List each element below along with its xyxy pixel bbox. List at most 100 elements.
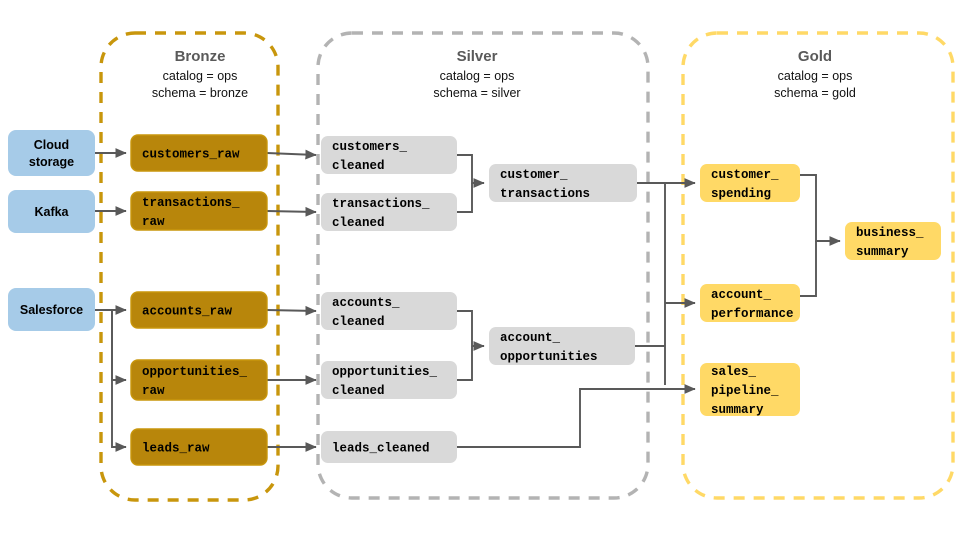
node-customer_transactions[interactable]: customer_ transactions — [489, 164, 637, 202]
edge-salesforce-to-opportunities_raw — [111, 310, 127, 385]
source-label-cloud-storage: Cloud — [34, 138, 69, 152]
edge-transactions_raw-to-transactions_cleaned — [266, 206, 317, 217]
group-schema-silver: schema = silver — [433, 86, 520, 100]
node-box-account_performance[interactable] — [700, 284, 800, 322]
edge-salesforce-to-leads_raw — [111, 310, 127, 452]
edge-customer_spending-to-business_summary — [800, 174, 841, 246]
node-customers_cleaned[interactable]: customers_cleaned — [321, 136, 457, 174]
node-label-opportunities_raw: raw — [142, 384, 165, 398]
node-label-account_opportunities: account_ — [500, 331, 561, 345]
node-transactions_cleaned[interactable]: transactions_cleaned — [321, 193, 457, 231]
node-box-opportunities_cleaned[interactable] — [321, 361, 457, 399]
group-gold: Gold catalog = ops schema = gold — [681, 31, 955, 500]
edge-customers_cleaned-to-customer_transactions — [457, 154, 485, 188]
node-label-customer_spending: spending — [711, 187, 771, 201]
source-salesforce[interactable]: Salesforce — [8, 288, 95, 331]
source-box-kafka[interactable] — [8, 190, 95, 233]
node-box-transactions_raw[interactable] — [130, 191, 268, 231]
node-box-customers_cleaned[interactable] — [321, 136, 457, 174]
group-catalog-silver: catalog = ops — [440, 69, 515, 83]
group-schema-bronze: schema = bronze — [152, 86, 248, 100]
node-customers_raw[interactable]: customers_raw — [130, 134, 268, 172]
group-catalog-bronze: catalog = ops — [163, 69, 238, 83]
node-label-leads_raw: leads_raw — [142, 442, 210, 456]
node-box-leads_cleaned[interactable] — [321, 431, 457, 463]
node-label-sales_pipeline_summary: pipeline_ — [711, 384, 779, 398]
group-containers: Bronze catalog = ops schema = bronze Silver… — [99, 31, 955, 502]
node-label-account_performance: performance — [711, 307, 794, 321]
node-label-transactions_raw: transactions_ — [142, 196, 240, 210]
edge-connectors — [95, 148, 841, 452]
node-box-accounts_cleaned[interactable] — [321, 292, 457, 330]
edge-customers_raw-to-customers_cleaned — [266, 149, 317, 160]
source-box-salesforce[interactable] — [8, 288, 95, 331]
group-title-bronze: Bronze — [175, 48, 226, 65]
node-label-business_summary: summary — [856, 245, 909, 259]
node-box-business_summary[interactable] — [845, 222, 941, 260]
node-opportunities_raw[interactable]: opportunities_raw — [130, 359, 268, 401]
group-outline-bronze — [99, 31, 280, 502]
node-accounts_cleaned[interactable]: accounts_cleaned — [321, 292, 457, 330]
node-label-accounts_cleaned: cleaned — [332, 315, 385, 329]
node-box-customer_spending[interactable] — [700, 164, 800, 202]
node-label-accounts_cleaned: accounts_ — [332, 296, 400, 310]
group-title-gold: Gold — [798, 48, 832, 65]
node-opportunities_cleaned[interactable]: opportunities_cleaned — [321, 361, 457, 399]
source-box-cloud-storage[interactable] — [8, 130, 95, 176]
edge-accounts_raw-to-accounts_cleaned — [266, 305, 317, 316]
node-label-transactions_raw: raw — [142, 215, 165, 229]
group-catalog-gold: catalog = ops — [778, 69, 853, 83]
node-label-business_summary: business_ — [856, 226, 924, 240]
node-box-customers_raw[interactable] — [130, 134, 268, 172]
node-box-accounts_raw[interactable] — [130, 291, 268, 329]
node-box-opportunities_raw[interactable] — [130, 359, 268, 401]
source-label-salesforce: Salesforce — [20, 303, 83, 317]
source-label-cloud-storage: storage — [29, 155, 74, 169]
node-box-leads_raw[interactable] — [130, 428, 268, 466]
node-leads_raw[interactable]: leads_raw — [130, 428, 268, 466]
source-cloud-storage[interactable]: Cloud storage — [8, 130, 95, 176]
node-box-account_opportunities[interactable] — [489, 327, 635, 365]
node-label-sales_pipeline_summary: summary — [711, 403, 764, 417]
group-outline-gold — [681, 31, 955, 500]
edge-accounts_cleaned-to-account_opportunities — [457, 310, 485, 351]
node-customer_spending[interactable]: customer_ spending — [700, 164, 800, 202]
group-title-silver: Silver — [457, 48, 498, 65]
node-label-opportunities_raw: opportunities_ — [142, 365, 248, 379]
edge-opportunities_cleaned-to-account_opportunities — [457, 346, 473, 381]
node-label-transactions_cleaned: cleaned — [332, 216, 385, 230]
edge-customer_transactions-trunk — [637, 182, 666, 385]
node-account_performance[interactable]: account_performance — [700, 284, 800, 322]
node-label-accounts_raw: accounts_raw — [142, 305, 233, 319]
node-business_summary[interactable]: business_summary — [845, 222, 941, 260]
edge-account_performance-to-business_summary — [800, 241, 817, 297]
node-label-customer_spending: customer_ — [711, 168, 779, 182]
node-label-transactions_cleaned: transactions_ — [332, 197, 430, 211]
node-label-customer_transactions: customer_ — [500, 168, 568, 182]
node-label-customers_cleaned: customers_ — [332, 140, 408, 154]
node-account_opportunities[interactable]: account_ opportunities — [489, 327, 635, 365]
node-box-customer_transactions[interactable] — [489, 164, 637, 202]
group-outline-silver — [316, 31, 650, 500]
node-label-customers_cleaned: cleaned — [332, 159, 385, 173]
edge-transactions_cleaned-to-customer_transactions — [457, 183, 473, 213]
node-sales_pipeline_summary[interactable]: sales_ pipeline_summary — [700, 363, 800, 417]
node-box-sales_pipeline_summary[interactable] — [700, 363, 800, 416]
group-silver: Silver catalog = ops schema = silver — [316, 31, 650, 500]
source-label-kafka: Kafka — [34, 205, 69, 219]
node-label-sales_pipeline_summary: sales_ — [711, 365, 757, 379]
source-kafka[interactable]: Kafka — [8, 190, 95, 233]
group-bronze: Bronze catalog = ops schema = bronze — [99, 31, 280, 502]
node-label-opportunities_cleaned: opportunities_ — [332, 365, 438, 379]
node-label-leads_cleaned: leads_cleaned — [332, 442, 430, 456]
node-label-account_opportunities: opportunities — [500, 350, 598, 364]
node-transactions_raw[interactable]: transactions_raw — [130, 191, 268, 231]
node-box-transactions_cleaned[interactable] — [321, 193, 457, 231]
group-schema-gold: schema = gold — [774, 86, 856, 100]
node-accounts_raw[interactable]: accounts_raw — [130, 291, 268, 329]
edge-leads_cleaned-to-sales_pipeline_summary — [457, 388, 665, 448]
node-label-customer_transactions: transactions — [500, 187, 590, 201]
node-leads_cleaned[interactable]: leads_cleaned — [321, 431, 457, 463]
